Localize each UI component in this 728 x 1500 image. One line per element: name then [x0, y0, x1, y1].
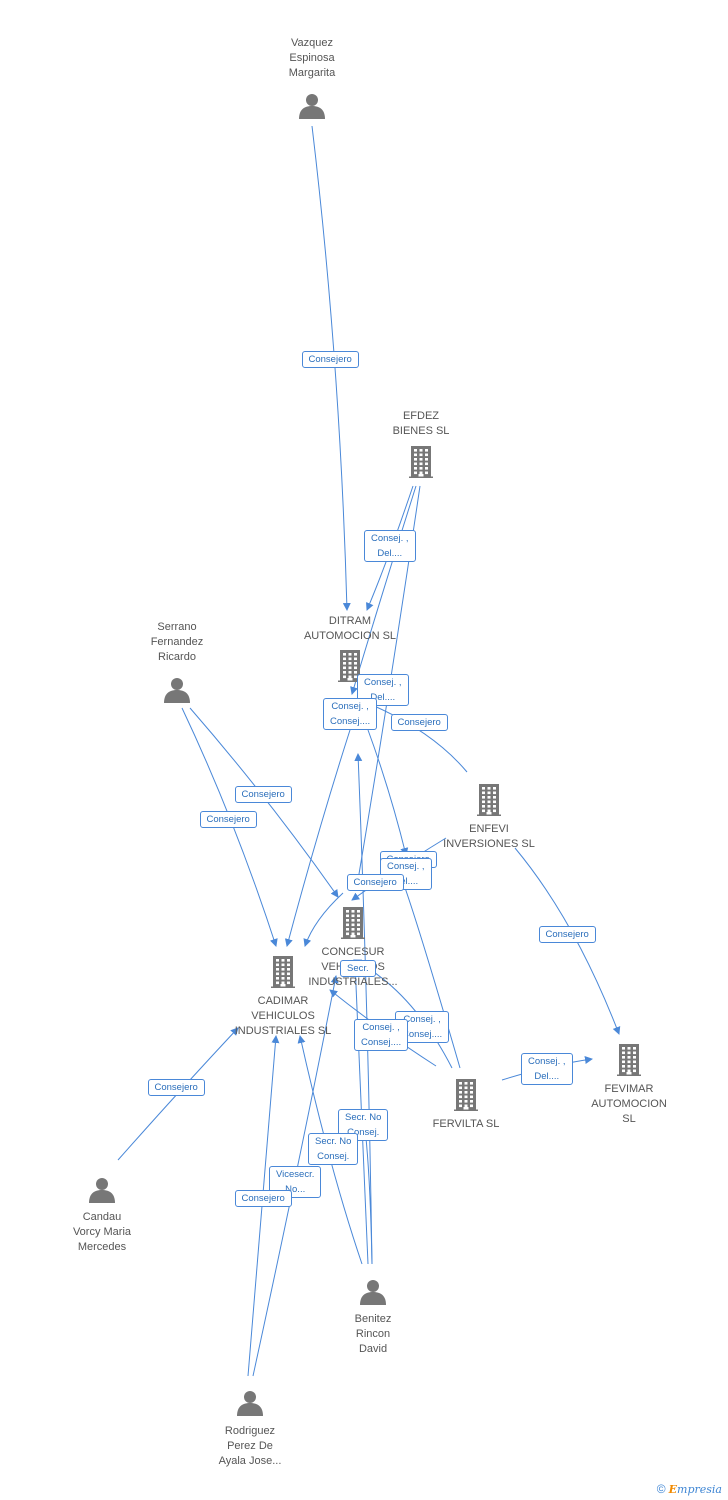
building-icon[interactable]	[475, 784, 503, 821]
relationship-edge	[351, 961, 369, 1265]
edge-role-label[interactable]: Consejero	[301, 350, 359, 368]
node-label-fervilta[interactable]: FERVILTA SL	[432, 1118, 500, 1130]
edge-role-label[interactable]: Consejero	[199, 810, 257, 828]
relationship-edge	[367, 729, 409, 856]
empresia-logo: Empresia	[668, 1483, 722, 1496]
person-icon[interactable]	[163, 676, 191, 709]
edge-role-label[interactable]: Consej. , Del....	[521, 1053, 573, 1085]
node-label-fevimar[interactable]: FEVIMAR AUTOMOCION SL	[591, 1083, 667, 1125]
relationship-edge	[284, 729, 351, 947]
edge-role-label[interactable]: Consejero	[234, 1189, 292, 1207]
edge-role-label[interactable]: Consejero	[390, 713, 448, 731]
node-label-benitez[interactable]: Benitez Rincon David	[354, 1313, 392, 1355]
node-label-serrano[interactable]: Serrano Fernandez Ricardo	[150, 621, 204, 663]
person-icon[interactable]	[88, 1176, 116, 1209]
node-label-vazquez[interactable]: Vazquez Espinosa Margarita	[288, 37, 336, 79]
node-label-ditram[interactable]: DITRAM AUTOMOCION SL	[303, 615, 397, 642]
edge-role-label[interactable]: Consejero	[147, 1078, 205, 1096]
edge-role-label[interactable]: Consej. , Consej....	[323, 698, 378, 730]
edge-role-label[interactable]: Secr.	[340, 959, 376, 977]
building-icon[interactable]	[336, 650, 364, 687]
node-label-rodriguez[interactable]: Rodriguez Perez De Ayala Jose...	[218, 1425, 282, 1467]
building-icon[interactable]	[615, 1044, 643, 1081]
edge-role-label[interactable]: Secr. No Consej.	[308, 1133, 359, 1165]
building-icon[interactable]	[407, 446, 435, 483]
edge-role-label[interactable]: Consejero	[346, 873, 404, 891]
building-icon[interactable]	[452, 1079, 480, 1116]
relationship-edge	[311, 125, 351, 611]
footer-brand: ©Empresia	[657, 1482, 722, 1496]
person-icon[interactable]	[236, 1389, 264, 1422]
relationship-edge	[303, 892, 344, 947]
building-icon[interactable]	[339, 907, 367, 944]
copyright-symbol: ©	[656, 1482, 666, 1496]
node-label-efdez[interactable]: EFDEZ BIENES SL	[392, 410, 450, 437]
relationship-edge	[189, 707, 339, 898]
node-label-cadimar[interactable]: CADIMAR VEHICULOS INDUSTRIALES SL	[234, 995, 332, 1037]
person-icon[interactable]	[359, 1278, 387, 1311]
node-label-candau[interactable]: Candau Vorcy Maria Mercedes	[72, 1211, 132, 1253]
node-label-enfevi[interactable]: ENFEVI INVERSIONES SL	[443, 823, 535, 850]
relationship-edge	[401, 881, 461, 1069]
relationship-edge	[354, 753, 373, 1265]
edge-role-label[interactable]: Consej. , Del....	[364, 530, 416, 562]
building-icon[interactable]	[269, 956, 297, 993]
edge-role-label[interactable]: Consejero	[234, 785, 292, 803]
edge-role-label[interactable]: Consejero	[538, 925, 596, 943]
edge-role-label[interactable]: Consej. , Consej....	[354, 1019, 409, 1051]
edge-role-label[interactable]: Vicesecr. No...	[269, 1166, 322, 1198]
person-icon[interactable]	[298, 92, 326, 125]
